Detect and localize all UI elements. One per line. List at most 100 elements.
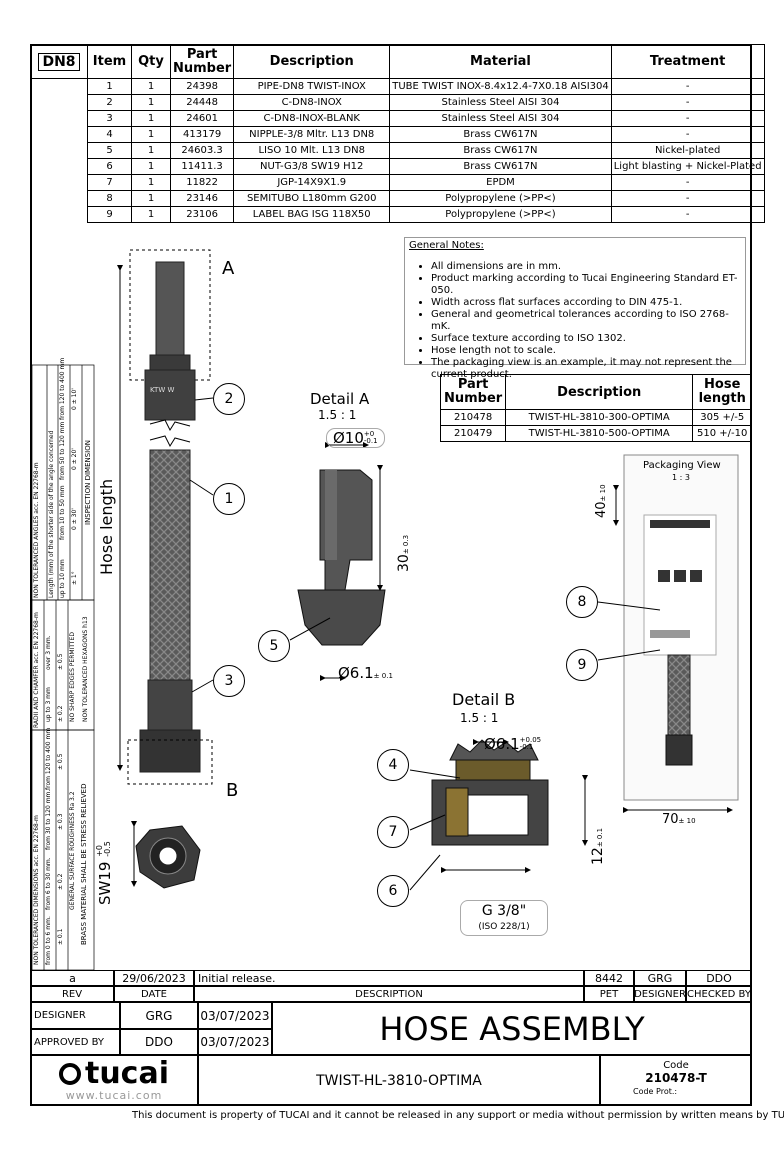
detail-a-title: Detail A: [310, 390, 370, 408]
code-prot: Code Prot.:: [633, 1087, 678, 1096]
detail-b-scale: 1.5 : 1: [460, 711, 499, 725]
sw19-tolerance: +0 -0.5: [95, 841, 112, 857]
designer-date: 03/07/2023: [198, 1002, 272, 1029]
dia10-dimension: Ø10+0 -0.1: [326, 428, 385, 448]
hose-assembly-view: KTW W: [117, 249, 213, 889]
hose-length-label: Hose length: [97, 478, 116, 575]
designer-label: DESIGNER: [30, 1002, 120, 1029]
code-block: Code 210478-T Code Prot.:: [600, 1055, 752, 1106]
tol-col3-range-3: from 120 to 400 mm: [59, 357, 66, 420]
bom-tag: DN8: [38, 52, 80, 71]
balloon-5: 5: [258, 630, 290, 662]
tol-col3-inspection: INSPECTION DIMENSION: [84, 440, 92, 525]
note-item: Hose length not to scale.: [431, 345, 741, 357]
bom-table: DN8 Item Qty Part Number Description Mat…: [30, 44, 765, 223]
variants-header: Part Number: [439, 374, 507, 410]
tol-col2-val-1: ± 0.5: [57, 653, 64, 670]
rev-date: 29/06/2023: [114, 970, 194, 986]
variants-header: Description: [505, 374, 694, 410]
dia61-value: Ø6.1: [338, 664, 374, 682]
tol-col2-sharp: NO SHARP EDGES PERMITTED: [69, 632, 76, 722]
sw19-label: SW19 +0 -0.5: [95, 841, 114, 905]
variant-cell: 210479: [439, 425, 507, 442]
sw19-value: SW19: [96, 861, 114, 905]
bom-tag-cell: DN8: [30, 44, 88, 79]
bom-cell: Polypropylene (>PP<): [389, 206, 612, 223]
approved-date: 03/07/2023: [198, 1029, 272, 1055]
bom-header-row: DN8 Item Qty Part Number Description Mat…: [30, 44, 765, 79]
variant-cell: 510 +/-10: [692, 425, 753, 442]
balloon-8: 8: [566, 586, 598, 618]
balloon-7: 7: [377, 816, 409, 848]
detail-a-view: [289, 442, 386, 681]
tol-col3-val-2: 0 ± 20': [71, 448, 78, 470]
tol-col1-range-3: from 120 to 400 mm: [45, 727, 52, 790]
dia61b-tolerance: +0.05 -0.1: [519, 736, 542, 751]
dia61b-value: Ø6.1: [484, 735, 520, 753]
dim30-label: 30± 0.3: [396, 535, 412, 572]
view-label-b: B: [226, 780, 239, 801]
variants-header: Hose length: [692, 374, 753, 410]
bom-cell: 1: [131, 206, 171, 223]
balloon-3: 3: [213, 665, 245, 697]
bom-cell: -: [610, 206, 765, 223]
logo-website: www.tucai.com: [65, 1089, 163, 1102]
tol-col3-range-0: up to 10 mm: [59, 559, 66, 598]
rev-value: a: [30, 970, 114, 986]
bom-header: Treatment: [610, 44, 765, 79]
detail-a-scale: 1.5 : 1: [318, 408, 357, 422]
dim30-value: 30: [396, 554, 412, 572]
balloon-6: 6: [377, 875, 409, 907]
drawing-title: HOSE ASSEMBLY: [272, 1002, 752, 1055]
logo-mark: tucai: [58, 1059, 169, 1089]
balloon-9: 9: [566, 649, 598, 681]
note-item: Product marking according to Tucai Engin…: [431, 273, 741, 297]
tol-col1-roughness: GENERAL SURFACE ROUGHNESS Ra 3.2: [69, 791, 76, 910]
thread-value: G 3/8": [481, 903, 527, 919]
dia61-tolerance: ± 0.1: [373, 672, 393, 680]
tol-col3-range-1: from 10 to 50 mm: [59, 485, 66, 540]
tolerance-block: [31, 364, 95, 971]
tol-col2-val-0: ± 0.2: [57, 705, 64, 722]
tol-col2-range-1: over 3 mm.: [45, 635, 52, 670]
dim40-value: 40: [594, 501, 609, 518]
tol-col3-val-0: ± 1°: [71, 571, 78, 585]
rev-description: Initial release.: [194, 970, 584, 986]
tol-col1-range-2: from 30 to 120 mm.: [45, 789, 52, 850]
code-label: Code: [663, 1060, 689, 1071]
rev-pet: 8442: [584, 970, 634, 986]
rev-designer: GRG: [634, 970, 686, 986]
balloon-2: 2: [213, 383, 245, 415]
packaging-title: Packaging View: [643, 460, 721, 471]
code-value: 210478-T: [645, 1071, 707, 1085]
rev-header-description: DESCRIPTION: [194, 986, 584, 1002]
rev-header-pet: PET: [584, 986, 634, 1002]
dim40-tolerance: ± 10: [599, 484, 607, 502]
rev-checked: DDO: [686, 970, 752, 986]
tol-col1-range-0: from 0 to 6 mm.: [45, 916, 52, 965]
tol-col1-brass: BRASS MATERIAL SHALL BE STRESS RELIEVED: [80, 783, 88, 945]
dia10-tolerance: +0 -0.1: [363, 430, 378, 445]
dia61b-dimension: Ø6.1+0.05 -0.1: [484, 735, 541, 753]
balloon-1: 1: [213, 483, 245, 515]
svg-text:KTW W: KTW W: [150, 386, 174, 394]
bom-header: Description: [233, 44, 391, 79]
bom-cell: LABEL BAG ISG 118X50: [233, 206, 391, 223]
dim70-label: 70± 10: [662, 812, 696, 827]
view-label-a: A: [222, 258, 235, 279]
note-item: All dimensions are in mm.: [431, 261, 741, 273]
dia61-dimension: Ø6.1± 0.1: [338, 664, 393, 682]
thread-spec: G 3/8" (ISO 228/1): [460, 900, 548, 936]
note-item: Width across flat surfaces according to …: [431, 297, 741, 309]
approved-label: APPROVED BY: [30, 1029, 120, 1055]
bom-header: Part Number: [169, 44, 235, 79]
bom-cell: 9: [87, 206, 132, 223]
tol-col1-val-1: ± 0.2: [57, 873, 64, 890]
